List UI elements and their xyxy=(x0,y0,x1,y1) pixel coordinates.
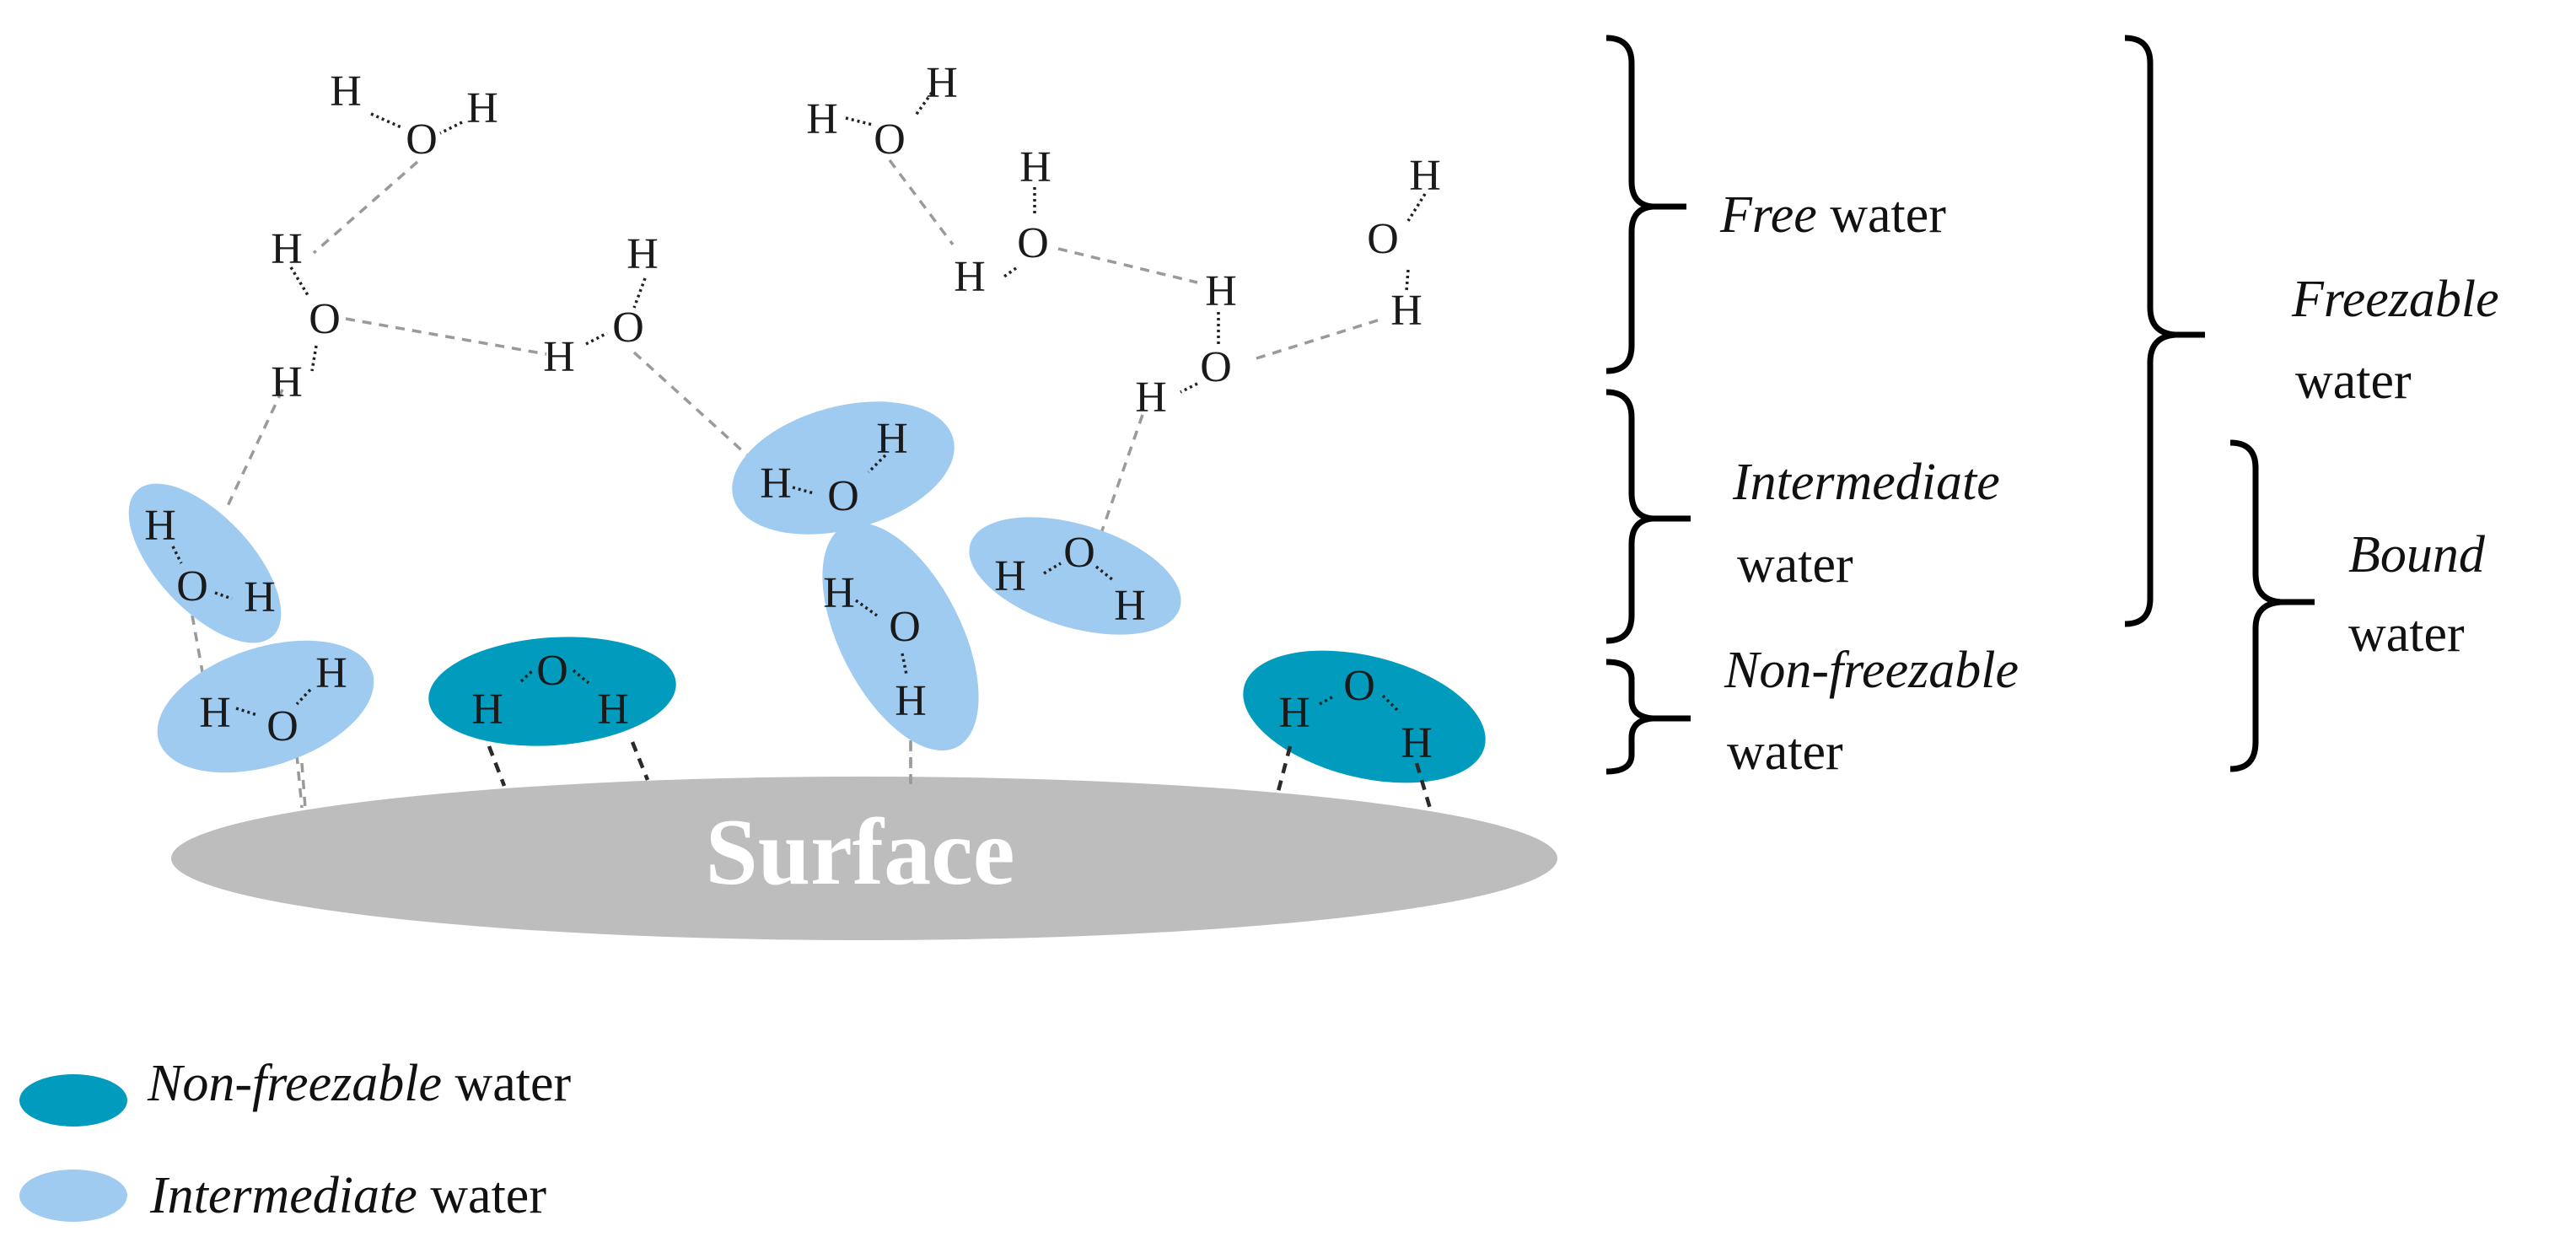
legend-swatch-nonfreezable xyxy=(19,1074,127,1127)
oxygen-atom: O xyxy=(266,702,298,750)
oxygen-atom: O xyxy=(889,603,921,651)
classification-brackets xyxy=(1605,35,2315,775)
oxygen-atom: O xyxy=(1017,219,1049,267)
hydrogen-atom: H xyxy=(271,225,303,273)
oxygen-atom: O xyxy=(536,647,568,695)
nonfreezable-water-label-2: water xyxy=(1727,723,1843,781)
hydrogen-atom: H xyxy=(597,686,629,734)
free-water-label: Free water xyxy=(1719,186,1946,244)
bound-water-label-2: water xyxy=(2348,605,2465,663)
freezable-water-bracket xyxy=(2124,35,2205,627)
free-water-molecules: H O H H O H H O H H O H H O H H O H H O … xyxy=(271,59,1441,422)
bound-water-bracket xyxy=(2229,439,2315,772)
hydrogen-atom: H xyxy=(1114,582,1146,630)
oxygen-atom: O xyxy=(406,116,438,164)
hydrogen-atom: H xyxy=(1278,689,1310,737)
surface-ellipse xyxy=(171,777,1557,940)
hydrogen-atom: H xyxy=(471,686,503,734)
surface-label: Surface xyxy=(705,800,1014,905)
hydrogen-atom: H xyxy=(330,67,362,116)
hydrogen-atom: H xyxy=(806,95,838,143)
oxygen-atom: O xyxy=(1063,529,1095,577)
freezable-water-label-2: water xyxy=(2295,352,2412,410)
nonfreezable-water-bracket xyxy=(1605,659,1691,775)
hydrogen-atom: H xyxy=(954,253,986,301)
hydrogen-atom: H xyxy=(926,59,958,107)
free-water-bracket xyxy=(1605,35,1686,374)
intermediate-water-ellipse xyxy=(128,483,282,643)
nonfreezable-water-ellipse xyxy=(428,637,676,746)
legend-item-intermediate: Intermediate water xyxy=(19,1167,546,1224)
intermediate-water-label: Intermediate xyxy=(1732,454,2000,511)
hydrogen-atom: H xyxy=(895,677,927,725)
nonfreezable-water-molecules xyxy=(428,637,1486,783)
hydrogen-atom: H xyxy=(994,552,1026,600)
oxygen-atom: O xyxy=(1200,343,1232,391)
hydrogen-atom: H xyxy=(199,689,231,737)
hydrogen-atom: H xyxy=(823,569,855,617)
hydrogen-atom: H xyxy=(315,649,347,697)
hydrogen-atom: H xyxy=(466,84,498,132)
hydrogen-atom: H xyxy=(627,230,659,278)
freezable-water-label: Freezable xyxy=(2291,271,2499,328)
hydrogen-atom: H xyxy=(271,358,303,406)
nonfreezable-water-ellipse xyxy=(1243,650,1486,783)
hydrogen-atom: H xyxy=(1401,719,1433,767)
intermediate-water-ellipse xyxy=(732,401,955,535)
intermediate-water-ellipse xyxy=(157,640,374,773)
hydrogen-atom: H xyxy=(1205,267,1237,315)
intermediate-water-molecules xyxy=(128,401,1181,773)
hydrogen-atom: H xyxy=(1409,152,1441,200)
hydrogen-atom: H xyxy=(543,333,575,381)
bound-water-atoms: H O H H O H H O H H H O H O H H O H H O … xyxy=(144,415,1433,767)
covalent-bonds xyxy=(171,91,1427,717)
intermediate-water-ellipse xyxy=(822,523,979,750)
hydrogen-atom: H xyxy=(244,573,276,621)
hydrogen-atom: H xyxy=(1390,287,1422,335)
hydrogen-atom: H xyxy=(144,502,176,550)
bracket-labels: Free water Intermediate water Non-freeza… xyxy=(1719,186,2499,781)
nonfreezable-water-label: Non-freezable xyxy=(1724,642,2019,699)
oxygen-atom: O xyxy=(1343,662,1375,710)
bound-water-label: Bound xyxy=(2348,526,2486,583)
hydrogen-atom: H xyxy=(1019,143,1051,191)
legend: Non-freezable water Intermediate water xyxy=(19,1055,572,1224)
hydrogen-atom: H xyxy=(760,460,792,508)
legend-swatch-intermediate xyxy=(19,1170,127,1222)
oxygen-atom: O xyxy=(827,472,859,520)
oxygen-atom: O xyxy=(1367,215,1399,263)
surface-bonds xyxy=(300,741,1433,812)
intermediate-water-bracket xyxy=(1605,389,1691,644)
oxygen-atom: O xyxy=(612,304,644,352)
oxygen-atom: O xyxy=(874,116,906,164)
intermediate-water-ellipse xyxy=(969,517,1181,635)
hydrogen-atom: H xyxy=(876,415,908,463)
oxygen-atom: O xyxy=(309,295,341,343)
oxygen-atom: O xyxy=(176,562,208,610)
intermediate-water-label-2: water xyxy=(1737,536,1853,594)
legend-item-nonfreezable: Non-freezable water xyxy=(19,1055,572,1127)
legend-label-intermediate: Intermediate water xyxy=(149,1167,546,1224)
hydrogen-atom: H xyxy=(1135,374,1167,422)
legend-label-nonfreezable: Non-freezable water xyxy=(147,1055,572,1112)
